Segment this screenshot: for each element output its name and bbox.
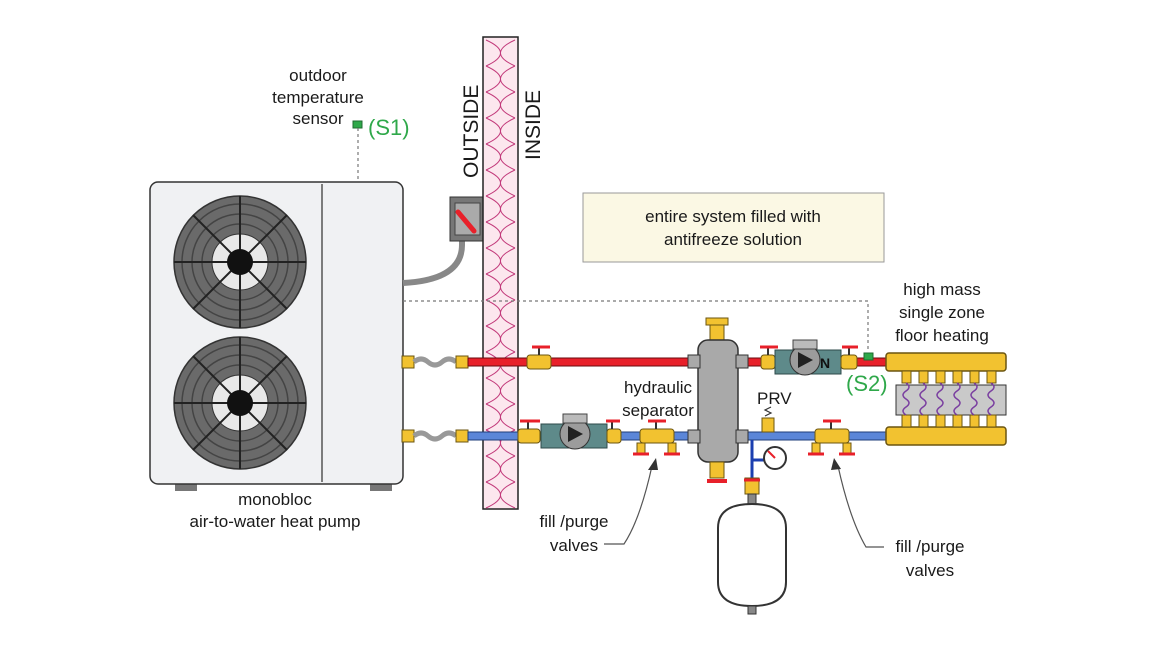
fan-icon: [173, 195, 307, 329]
loop-valve-icon: [918, 370, 929, 384]
fill-purge-valve-icon: [808, 419, 855, 456]
floor-loop-icon: [987, 382, 995, 416]
loop-valve-icon: [969, 370, 980, 384]
heat-pump-label: air-to-water heat pump: [189, 512, 360, 531]
disconnect-switch-icon: [449, 196, 486, 242]
control-wire: [403, 300, 869, 352]
return-pipe: [737, 431, 889, 441]
loop-valve-icon: [918, 414, 929, 428]
outside-label: OUTSIDE: [460, 85, 483, 178]
hydraulic-separator-label: separator: [622, 401, 694, 420]
s1-label: (S1): [368, 115, 410, 140]
heat-pump-label: monobloc: [238, 490, 312, 509]
circulator-pump-icon: N: [760, 339, 858, 376]
power-cable: [402, 236, 465, 286]
fill-purge-valve-icon: [633, 419, 680, 456]
heat-pump-unit: [149, 181, 404, 491]
prv-label: PRV: [757, 389, 792, 408]
leader-arrow: [831, 458, 884, 548]
hydraulic-separator-label: hydraulic: [624, 378, 693, 397]
supply-pipe: [467, 357, 699, 367]
floor-loop-icon: [953, 382, 961, 416]
fill-purge-label: valves: [550, 536, 598, 555]
sensor-icon: [352, 120, 363, 129]
loop-valve-icon: [901, 370, 912, 384]
floor-loop-icon: [936, 382, 944, 416]
floor-loop-icon: [970, 382, 978, 416]
fill-purge-label: fill /purge: [540, 512, 609, 531]
loop-valve-icon: [986, 414, 997, 428]
loop-valve-icon: [952, 370, 963, 384]
outdoor-sensor: outdoor temperature sensor (S1): [272, 66, 410, 182]
loop-valve-icon: [952, 414, 963, 428]
note-box: entire system filled with antifreeze sol…: [582, 192, 885, 263]
fill-purge-label: fill /purge: [896, 537, 965, 556]
ball-valve-icon: [526, 345, 552, 370]
fill-purge-label: valves: [906, 561, 954, 580]
flex-connector: [401, 429, 469, 443]
hydraulic-separator: [687, 317, 749, 483]
svg-text:N: N: [820, 355, 830, 371]
loop-valve-icon: [901, 414, 912, 428]
outdoor-sensor-label: outdoor: [289, 66, 347, 85]
note-line: antifreeze solution: [664, 230, 802, 249]
loop-valve-icon: [969, 414, 980, 428]
sensor-icon: [863, 352, 874, 361]
insulated-wall: [482, 36, 519, 510]
fan-icon: [173, 336, 307, 470]
floor-loop-icon: [902, 382, 910, 416]
leader-arrow: [604, 458, 658, 545]
inside-label: INSIDE: [522, 90, 545, 160]
outdoor-sensor-label: sensor: [292, 109, 343, 128]
loop-valve-icon: [935, 414, 946, 428]
expansion-tank: [717, 477, 787, 615]
flex-connector: [401, 355, 469, 369]
circulator-pump-icon: [517, 413, 622, 450]
loop-valve-icon: [986, 370, 997, 384]
floor-heating-label: floor heating: [895, 326, 989, 345]
prv-valve-icon: [761, 406, 775, 433]
floor-heating-manifold: [885, 352, 1007, 446]
note-line: entire system filled with: [645, 207, 821, 226]
outdoor-sensor-label: temperature: [272, 88, 364, 107]
loop-valve-icon: [935, 370, 946, 384]
pressure-gauge-icon: [752, 446, 787, 470]
floor-loop-icon: [919, 382, 927, 416]
floor-heating-label: high mass: [903, 280, 980, 299]
s2-label: (S2): [846, 371, 888, 396]
floor-heating-label: single zone: [899, 303, 985, 322]
